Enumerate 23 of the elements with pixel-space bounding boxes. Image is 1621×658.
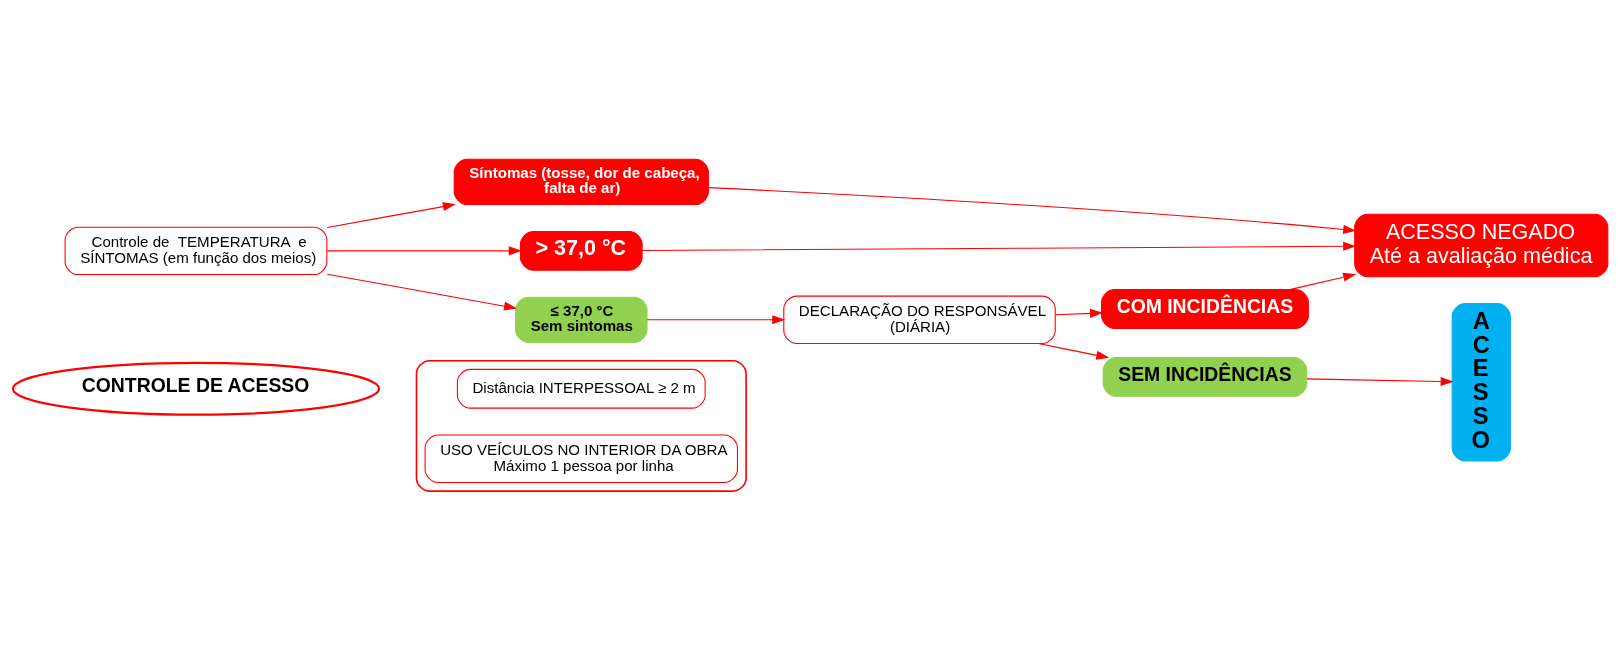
node-box: SEM INCIDÊNCIAS	[1102, 356, 1308, 397]
arrow	[641, 241, 1357, 251]
arrow	[1037, 342, 1110, 360]
arrow	[707, 186, 1357, 234]
arrow	[1055, 308, 1103, 318]
cluster	[415, 359, 747, 492]
node-box: ACESSO NEGADO Até a avaliação médica	[1354, 213, 1609, 277]
node-box: > 37,0 °C	[519, 230, 643, 271]
node-box: Distância INTERPESSOAL ≥ 2 m	[456, 368, 706, 409]
node-box: Síntomas (tosse, dor de cabeça, falta de ar)	[453, 158, 709, 205]
node-box: Controle de TEMPERATURA e SÍNTOMAS (em função dos meios)	[64, 226, 328, 275]
arrow	[1306, 376, 1454, 386]
node-box: DECLARAÇÃO DO RESPONSÁVEL (DIÁRIA)	[783, 295, 1056, 344]
node-box: COM INCIDÊNCIAS	[1101, 288, 1309, 329]
arrow	[326, 245, 522, 255]
node-ellipse: CONTROLE DE ACESSO	[11, 361, 381, 416]
node-box: A C E S S O	[1451, 302, 1511, 461]
arrow	[1289, 272, 1357, 290]
arrow	[326, 201, 456, 228]
node-box: ≤ 37,0 °C Sem sintomas	[515, 296, 648, 343]
node-box: USO VEÍCULOS NO INTERIOR DA OBRA Máximo 1 pessoa por linha	[424, 434, 738, 483]
arrow	[646, 314, 786, 324]
arrow	[326, 273, 517, 311]
